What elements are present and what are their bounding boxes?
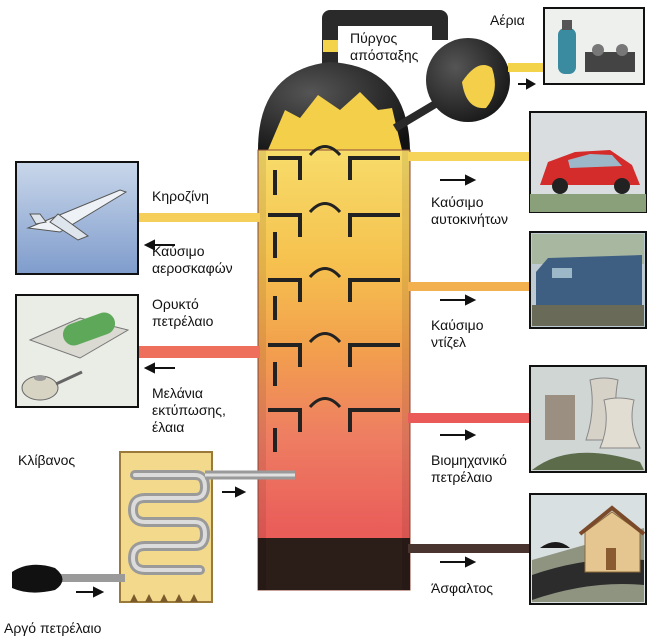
gases-label: Αέρια <box>490 12 525 28</box>
vapour-top <box>268 92 402 150</box>
car-fuel-label: Καύσιμο αυτοκινήτων <box>431 194 509 227</box>
residue-layer <box>258 538 410 590</box>
inks-oils-label: Μελάνια εκτύπωσης, έλαια <box>152 385 226 435</box>
overhead-pipe <box>322 10 448 70</box>
locomotive-icon <box>529 231 647 329</box>
airplane-icon <box>15 161 139 275</box>
distillation-tower <box>257 62 411 591</box>
pipe-asphalt <box>408 544 530 553</box>
gas-separator <box>392 38 546 132</box>
asphalt-label: Άσφαλτος <box>431 580 494 596</box>
pipe-diesel <box>408 282 530 291</box>
pipe-car-fuel <box>408 152 530 161</box>
arrow-aviation <box>143 239 175 251</box>
furnace <box>12 451 295 603</box>
industrial-oil-label: Βιομηχανικό πετρέλαιο <box>431 452 507 485</box>
diesel-label: Καύσιμο ντίζελ <box>431 317 484 350</box>
oil-roll-can-icon <box>15 294 139 408</box>
arrow-car <box>440 174 477 186</box>
product-pipes <box>138 152 530 553</box>
crude-oil-blob <box>12 564 63 593</box>
arrow-furnace-tower <box>222 486 247 498</box>
arrow-industrial <box>440 429 477 441</box>
red-car-icon <box>529 111 647 213</box>
road-house-icon <box>529 493 647 605</box>
arrow-asphalt <box>440 556 477 568</box>
furnace-label: Κλίβανος <box>18 452 76 468</box>
arrow-crude <box>76 586 105 598</box>
pipe-mineral-oil <box>138 346 260 358</box>
pipe-kerosene <box>138 213 260 222</box>
arrow-inks <box>143 362 175 374</box>
arrow-gas <box>518 78 537 90</box>
flow-arrows <box>76 78 537 598</box>
arrow-diesel <box>440 294 477 306</box>
pipe-industrial <box>408 413 530 423</box>
aviation-fuel-label: Καύσιμο αεροσκαφών <box>152 243 233 276</box>
mineral-oil-label: Ορυκτό πετρέλαιο <box>152 296 214 329</box>
tower-trays <box>268 145 400 452</box>
gas-cylinder-stove-icon <box>543 7 645 85</box>
product-pictures <box>15 7 647 605</box>
tower-label: Πύργος απόσταξης <box>350 30 419 63</box>
kerosene-label: Κηροζίνη <box>152 188 209 204</box>
cooling-tower-factory-icon <box>529 365 647 473</box>
crude-oil-label: Αργό πετρέλαιο <box>4 620 102 636</box>
